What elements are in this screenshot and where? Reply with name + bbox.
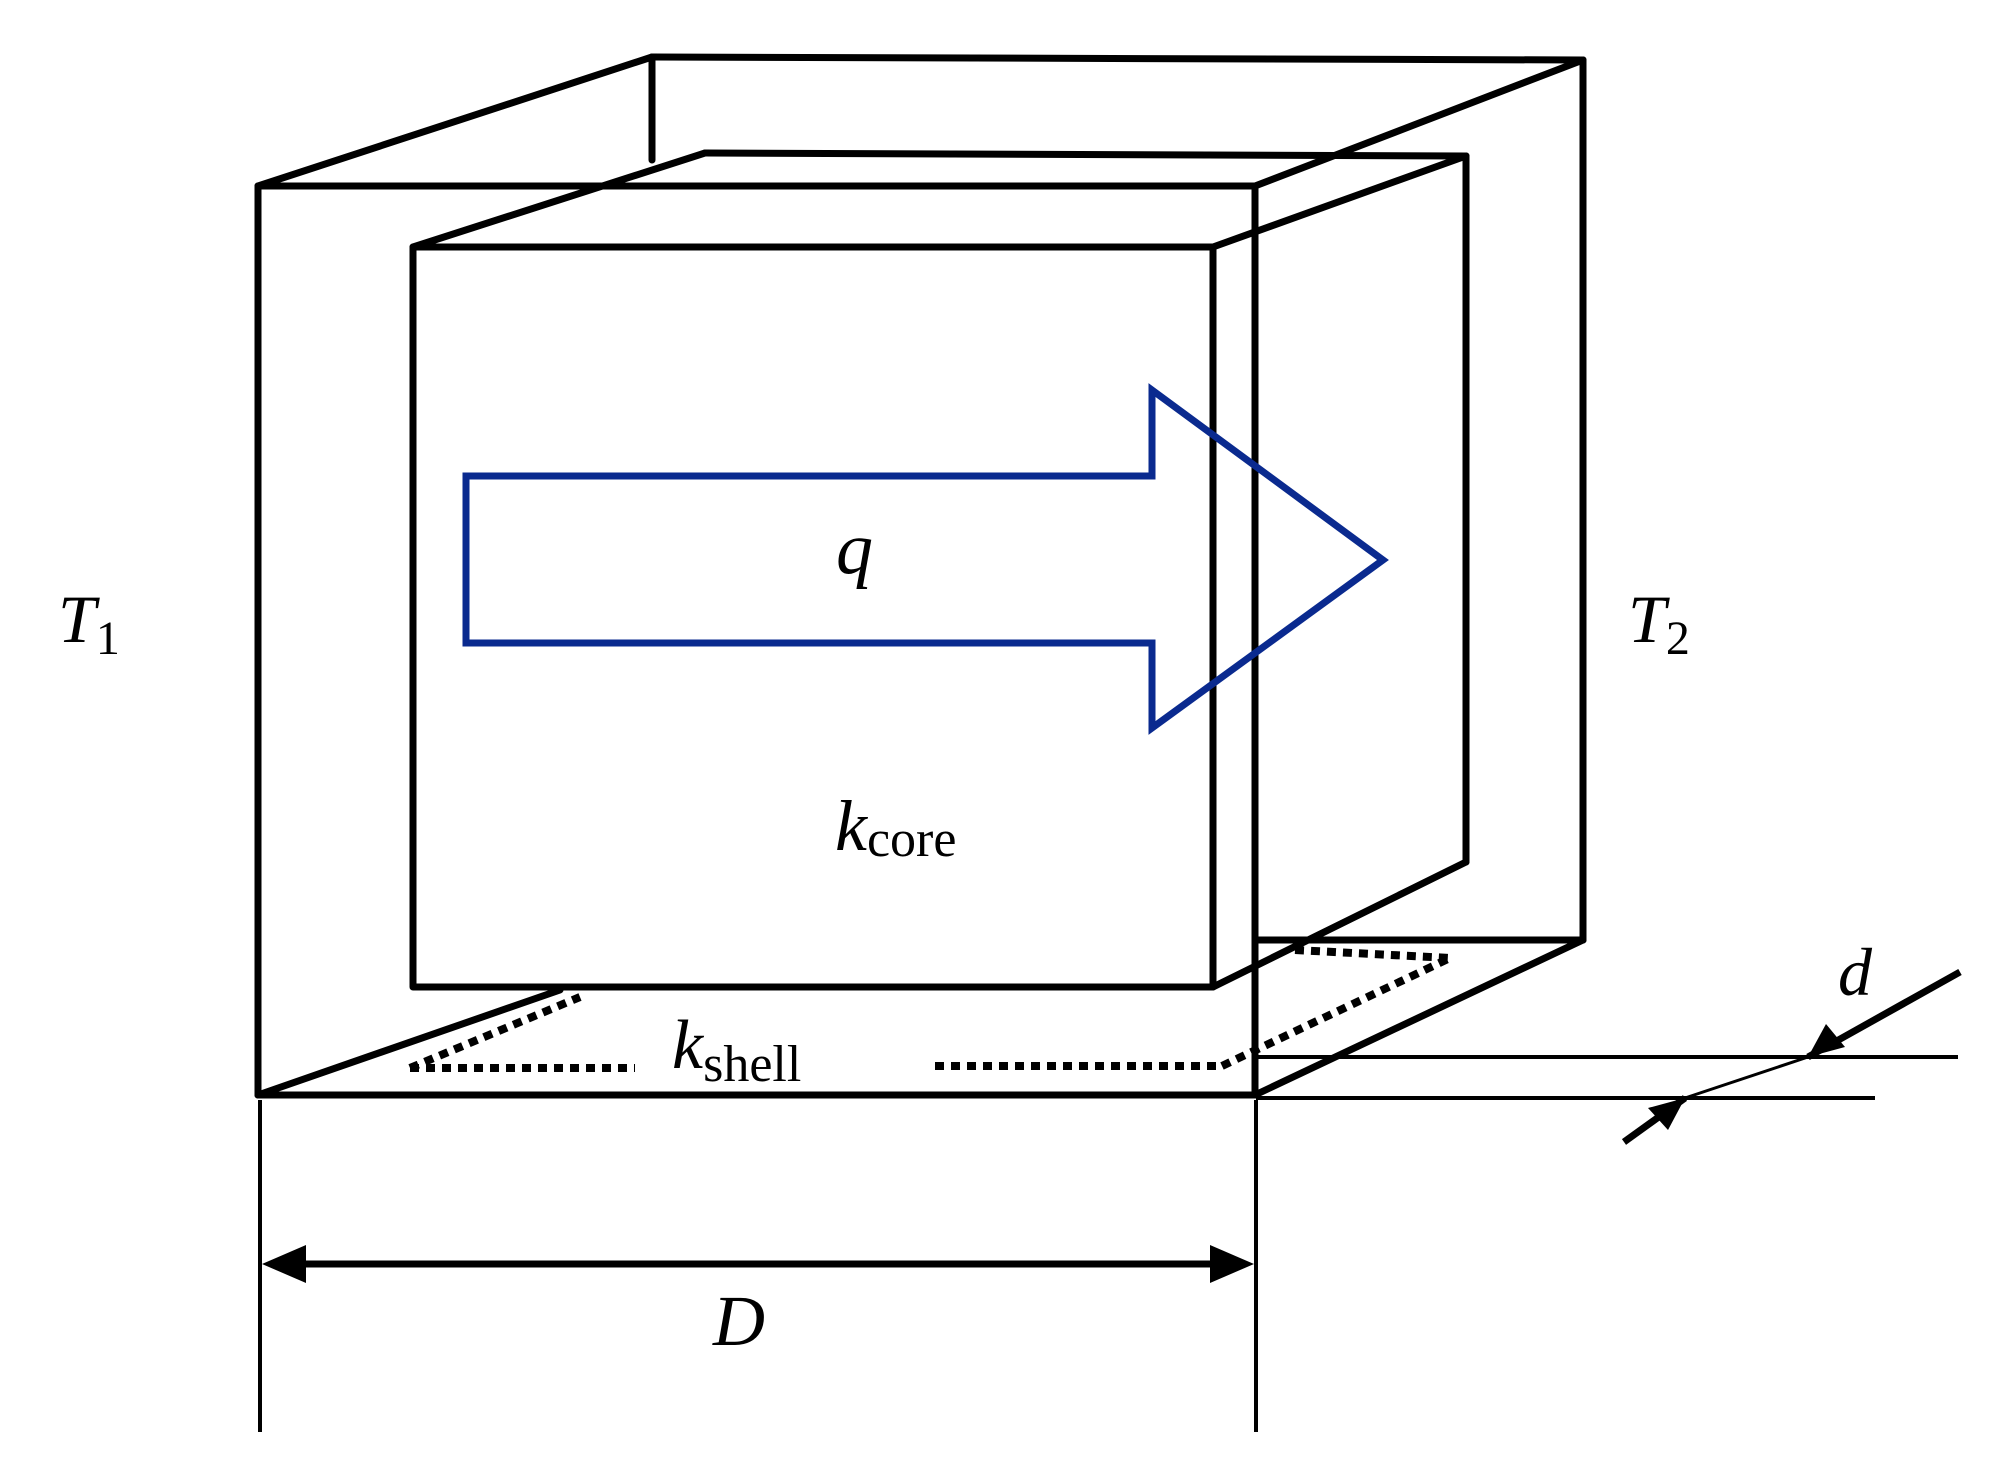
core-back-top-edge	[701, 149, 1470, 160]
width-arrowhead-right	[1210, 1245, 1254, 1283]
outer-top-left-depth-edge	[254, 53, 656, 190]
heat-flux-arrow	[462, 383, 1389, 735]
outer-bottom-right-depth-edge	[1251, 936, 1587, 1099]
thickness-dimension	[1256, 968, 1962, 1145]
core-bottom-right-depth-edge	[1209, 858, 1470, 991]
thickness-label: d	[1838, 934, 1873, 1010]
width-label: D	[712, 1281, 765, 1361]
core-top-right-depth-edge	[1209, 152, 1470, 251]
t2-label: T2	[1628, 581, 1690, 665]
heat-flux-label: q	[836, 508, 873, 590]
core-top-left-depth-edge	[409, 149, 709, 251]
width-arrowhead-left	[262, 1245, 306, 1283]
thickness-connector	[1684, 1055, 1809, 1100]
thickness-arrowhead-top	[1808, 1024, 1845, 1057]
inner-core-box	[409, 149, 1470, 991]
shell-dotted-back	[1294, 946, 1451, 962]
outer-shell-box	[254, 53, 1587, 1099]
outer-back-top-edge	[648, 53, 1587, 64]
shell-dotted-outline	[408, 946, 1452, 1072]
outer-bottom-left-depth-edge	[254, 986, 564, 1099]
shell-dotted-right-diagonal	[1220, 954, 1452, 1070]
thickness-arrowhead-bottom	[1648, 1098, 1685, 1130]
outer-top-right-depth-edge	[1251, 56, 1587, 190]
k-core-label: kcore	[835, 786, 956, 868]
k-shell-label: kshell	[672, 1007, 801, 1093]
core-front-face	[409, 243, 1217, 991]
t1-label: T1	[58, 581, 120, 665]
width-dimension	[258, 1100, 1258, 1432]
